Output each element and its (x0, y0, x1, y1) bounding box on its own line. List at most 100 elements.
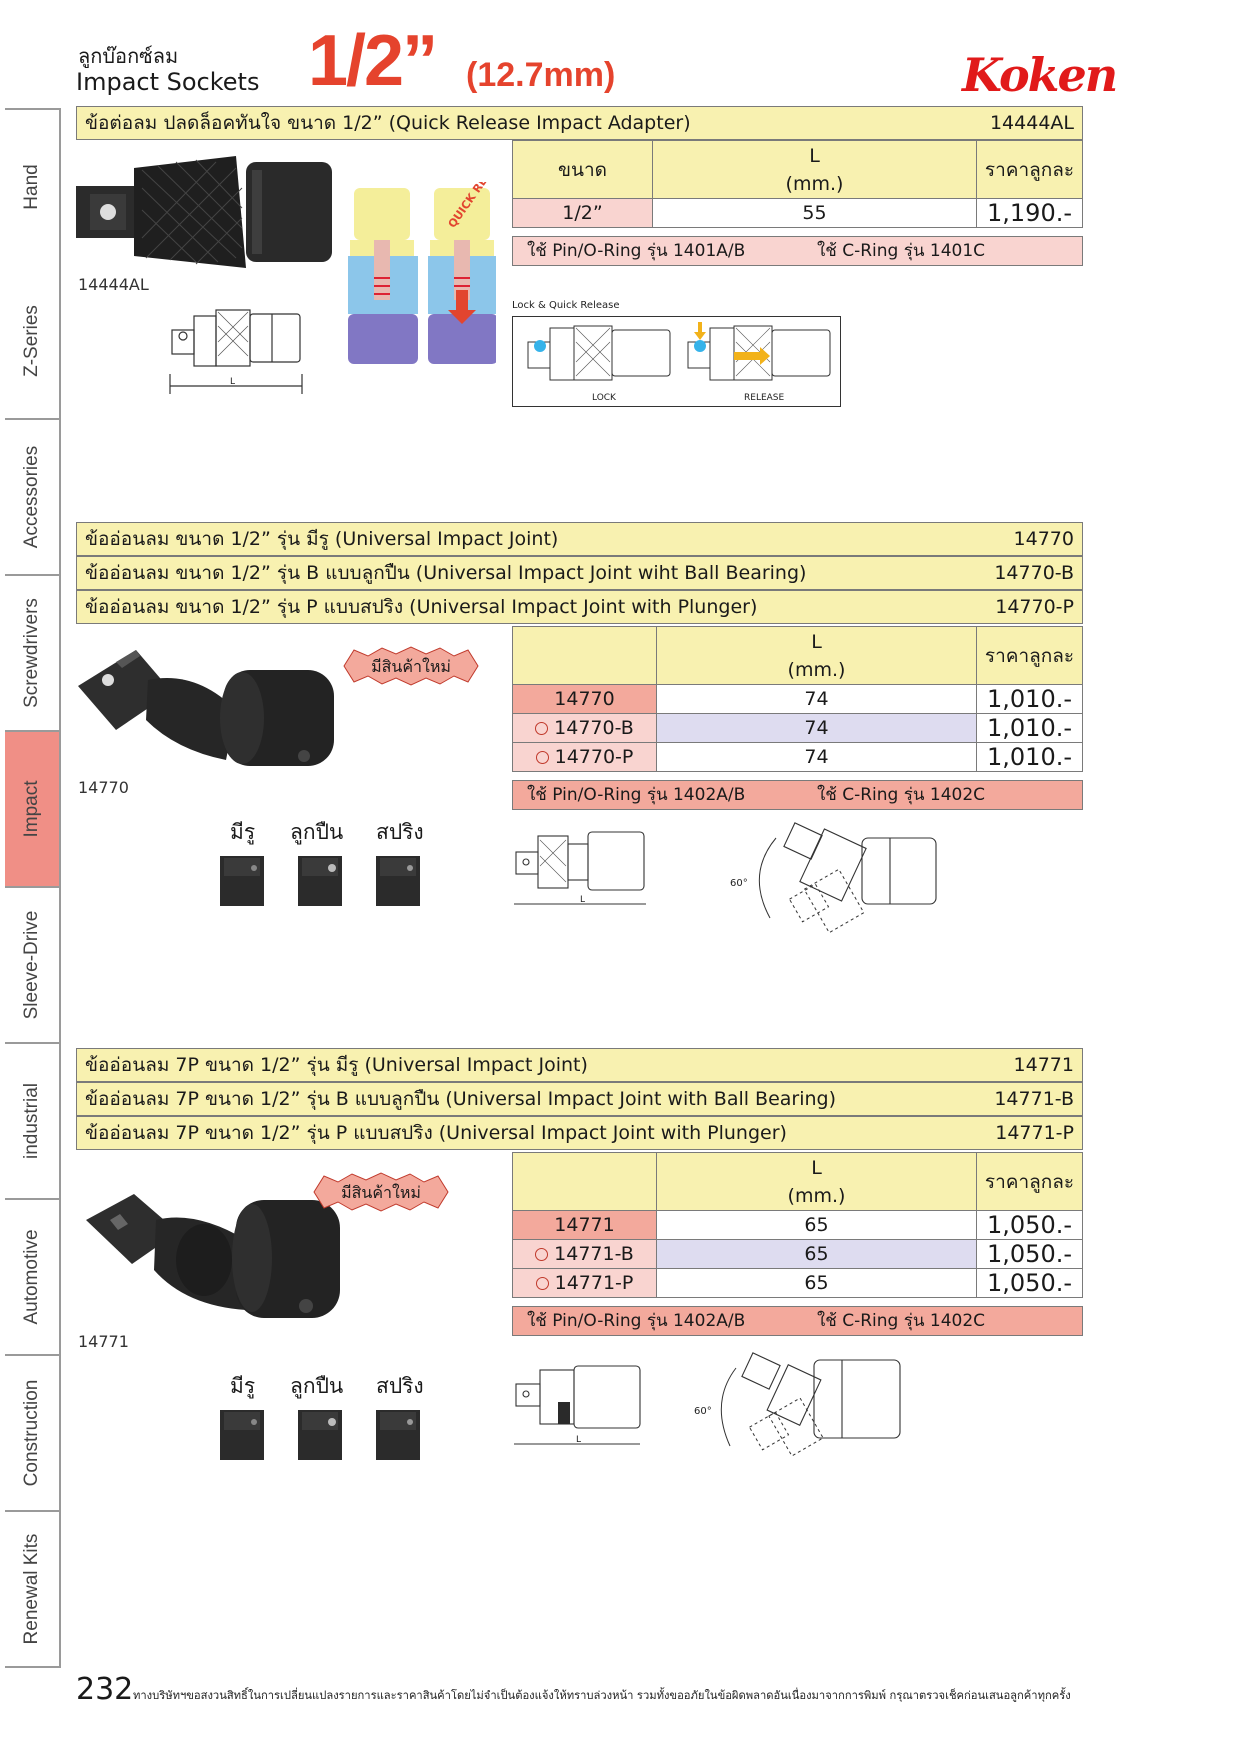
section3-spec-table: L (mm.) ราคาลูกละ 14771 65 1,050.- 14771… (512, 1152, 1083, 1298)
section3-ring-bar: ใช้ Pin/O-Ring รุ่น 1402A/B ใช้ C-Ring ร… (512, 1306, 1083, 1336)
section2-dim-label: L (580, 895, 585, 905)
pin-oring-note: ใช้ Pin/O-Ring รุ่น 1402A/B (527, 785, 746, 805)
cell-price: 1,010.- (976, 742, 1083, 772)
sidebar-tab-automotive[interactable]: Automotive (5, 1200, 61, 1356)
c-ring-note: ใช้ C-Ring รุ่น 1402C (817, 1311, 986, 1331)
sidebar-tab-screwdrivers[interactable]: Screwdrivers (5, 576, 61, 732)
lock-release-diagram: LOCK RELEASE (512, 316, 841, 407)
release-label: RELEASE (744, 393, 785, 403)
cell-length: 65 (656, 1268, 977, 1298)
new-product-badge-2: มีสินค้าใหม่ (313, 1172, 449, 1212)
section3-dim-label: L (576, 1435, 581, 1445)
section2-angle-label: 60° (730, 878, 748, 889)
col-header-size: ขนาด (512, 140, 653, 199)
table-row: 14771 65 1,050.- (512, 1210, 1083, 1240)
col-header-price: ราคาลูกละ (976, 1152, 1083, 1211)
new-item-marker-icon (535, 751, 549, 764)
section1-code: 14444AL (989, 112, 1074, 134)
new-badge-text: มีสินค้าใหม่ (341, 1183, 421, 1202)
page-number: 232 (76, 1672, 134, 1707)
col-header-price: ราคาลูกละ (976, 140, 1083, 199)
cell-code: 14771-B (512, 1239, 657, 1269)
quick-release-adapter-drawing: L (169, 309, 303, 394)
new-item-marker-icon (535, 1277, 549, 1290)
section2-title-row-2: ข้ออ่อนลม ขนาด 1/2” รุ่น B แบบลูกปืน (Un… (76, 556, 1083, 590)
cell-code: 14771 (512, 1210, 657, 1240)
cell-size: 1/2” (512, 198, 653, 228)
koken-logo: Koken (962, 48, 1118, 102)
section2-ring-bar: ใช้ Pin/O-Ring รุ่น 1402A/B ใช้ C-Ring ร… (512, 780, 1083, 810)
section3-image-label: 14771 (78, 1332, 129, 1351)
table-row: 14771-P 65 1,050.- (512, 1268, 1083, 1298)
cell-code: 14770 (512, 684, 657, 714)
col-header-length: L (mm.) (656, 626, 977, 685)
cell-price: 1,010.- (976, 684, 1083, 714)
c-ring-note: ใช้ C-Ring รุ่น 1401C (817, 241, 986, 261)
sidebar-tab-renewal-kits[interactable]: Renewal Kits (5, 1512, 61, 1668)
section3-angle-label: 60° (694, 1406, 712, 1417)
universal-joint-14770-photo (78, 650, 334, 766)
lock-release-diagram-title: Lock & Quick Release (512, 300, 620, 311)
sidebar-tab-hand[interactable]: Hand (5, 108, 61, 266)
sidebar-tab-accessories[interactable]: Accessories (5, 420, 61, 576)
cell-code: 14770-B (512, 713, 657, 743)
table-row: 14770 74 1,010.- (512, 684, 1083, 714)
cell-length: 65 (656, 1239, 977, 1269)
cell-price: 1,190.- (976, 198, 1083, 228)
section1-dim-label: L (230, 377, 235, 387)
footer-disclaimer: ทางบริษัทฯขอสงวนสิทธิ์ในการเปลี่ยนแปลงรา… (133, 1689, 1071, 1702)
universal-joint-14771-angle-drawing: 60° (694, 1352, 901, 1457)
cell-price: 1,050.- (976, 1239, 1083, 1269)
table-row: 14771-B 65 1,050.- (512, 1239, 1083, 1269)
cell-length: 55 (652, 198, 977, 228)
section3-title-row-3: ข้ออ่อนลม 7P ขนาด 1/2” รุ่น P แบบสปริง (… (76, 1116, 1083, 1150)
c-ring-note: ใช้ C-Ring รุ่น 1402C (817, 785, 986, 805)
sidebar-tab-z-series[interactable]: Z-Series (5, 264, 61, 420)
quick-release-cutaway-illustration: QUICK RELEASE (348, 182, 496, 364)
col-header-length: L (mm.) (656, 1152, 977, 1211)
col-header-code (512, 1152, 657, 1211)
header-drive-size: 1/2” (308, 21, 438, 101)
joint-type-icons-1 (220, 856, 420, 906)
section3-title-row-2: ข้ออ่อนลม 7P ขนาด 1/2” รุ่น B แบบลูกปืน … (76, 1082, 1083, 1116)
header-drive-size-mm: (12.7mm) (466, 56, 616, 94)
col-header-code (512, 626, 657, 685)
cell-price: 1,050.- (976, 1210, 1083, 1240)
new-item-marker-icon (535, 722, 549, 735)
cell-length: 65 (656, 1210, 977, 1240)
pin-oring-note: ใช้ Pin/O-Ring รุ่น 1401A/B (527, 241, 746, 261)
joint-type-label-hole: มีรู (230, 1374, 256, 1398)
table-row: 14770-P 74 1,010.- (512, 742, 1083, 772)
cell-price: 1,050.- (976, 1268, 1083, 1298)
quick-release-adapter-photo (76, 156, 332, 268)
sidebar-tab-impact[interactable]: Impact (5, 732, 61, 888)
new-product-badge-1: มีสินค้าใหม่ (343, 646, 479, 686)
section2-spec-table: L (mm.) ราคาลูกละ 14770 74 1,010.- 14770… (512, 626, 1083, 772)
cell-length: 74 (656, 742, 977, 772)
joint-type-label-spring: สปริง (376, 1374, 424, 1398)
section1-image-label: 14444AL (78, 275, 149, 294)
section2-title-row-3: ข้ออ่อนลม ขนาด 1/2” รุ่น P แบบสปริง (Uni… (76, 590, 1083, 624)
new-item-marker-icon (535, 1248, 549, 1261)
sidebar-tab-industrial[interactable]: industrial (5, 1044, 61, 1200)
universal-joint-14771-drawing: L (514, 1365, 641, 1445)
header-title-english: Impact Sockets (76, 68, 260, 96)
cell-length: 74 (656, 684, 977, 714)
section1-title: ข้อต่อลม ปลดล็อคทันใจ ขนาด 1/2” (Quick R… (85, 112, 691, 134)
pin-oring-note: ใช้ Pin/O-Ring รุ่น 1402A/B (527, 1311, 746, 1331)
sidebar-tab-sleeve-drive[interactable]: Sleeve-Drive (5, 888, 61, 1044)
sidebar-tab-construction[interactable]: Construction (5, 1356, 61, 1512)
col-header-price: ราคาลูกละ (976, 626, 1083, 685)
joint-type-icons-2 (220, 1410, 420, 1460)
cell-length: 74 (656, 713, 977, 743)
header-title-thai: ลูกบ๊อกซ์ลม (78, 44, 179, 68)
section3-title-row-1: ข้ออ่อนลม 7P ขนาด 1/2” รุ่น มีรู (Univer… (76, 1048, 1083, 1082)
new-badge-text: มีสินค้าใหม่ (371, 657, 451, 676)
joint-type-label-ball: ลูกปืน (290, 1374, 344, 1398)
cell-price: 1,010.- (976, 713, 1083, 743)
joint-type-label-hole: มีรู (230, 820, 256, 844)
section1-ring-bar: ใช้ Pin/O-Ring รุ่น 1401A/B ใช้ C-Ring ร… (512, 236, 1083, 266)
section1-title-row: ข้อต่อลม ปลดล็อคทันใจ ขนาด 1/2” (Quick R… (76, 106, 1083, 140)
section2-image-label: 14770 (78, 778, 129, 797)
section2-title-row-1: ข้ออ่อนลม ขนาด 1/2” รุ่น มีรู (Universal… (76, 522, 1083, 556)
